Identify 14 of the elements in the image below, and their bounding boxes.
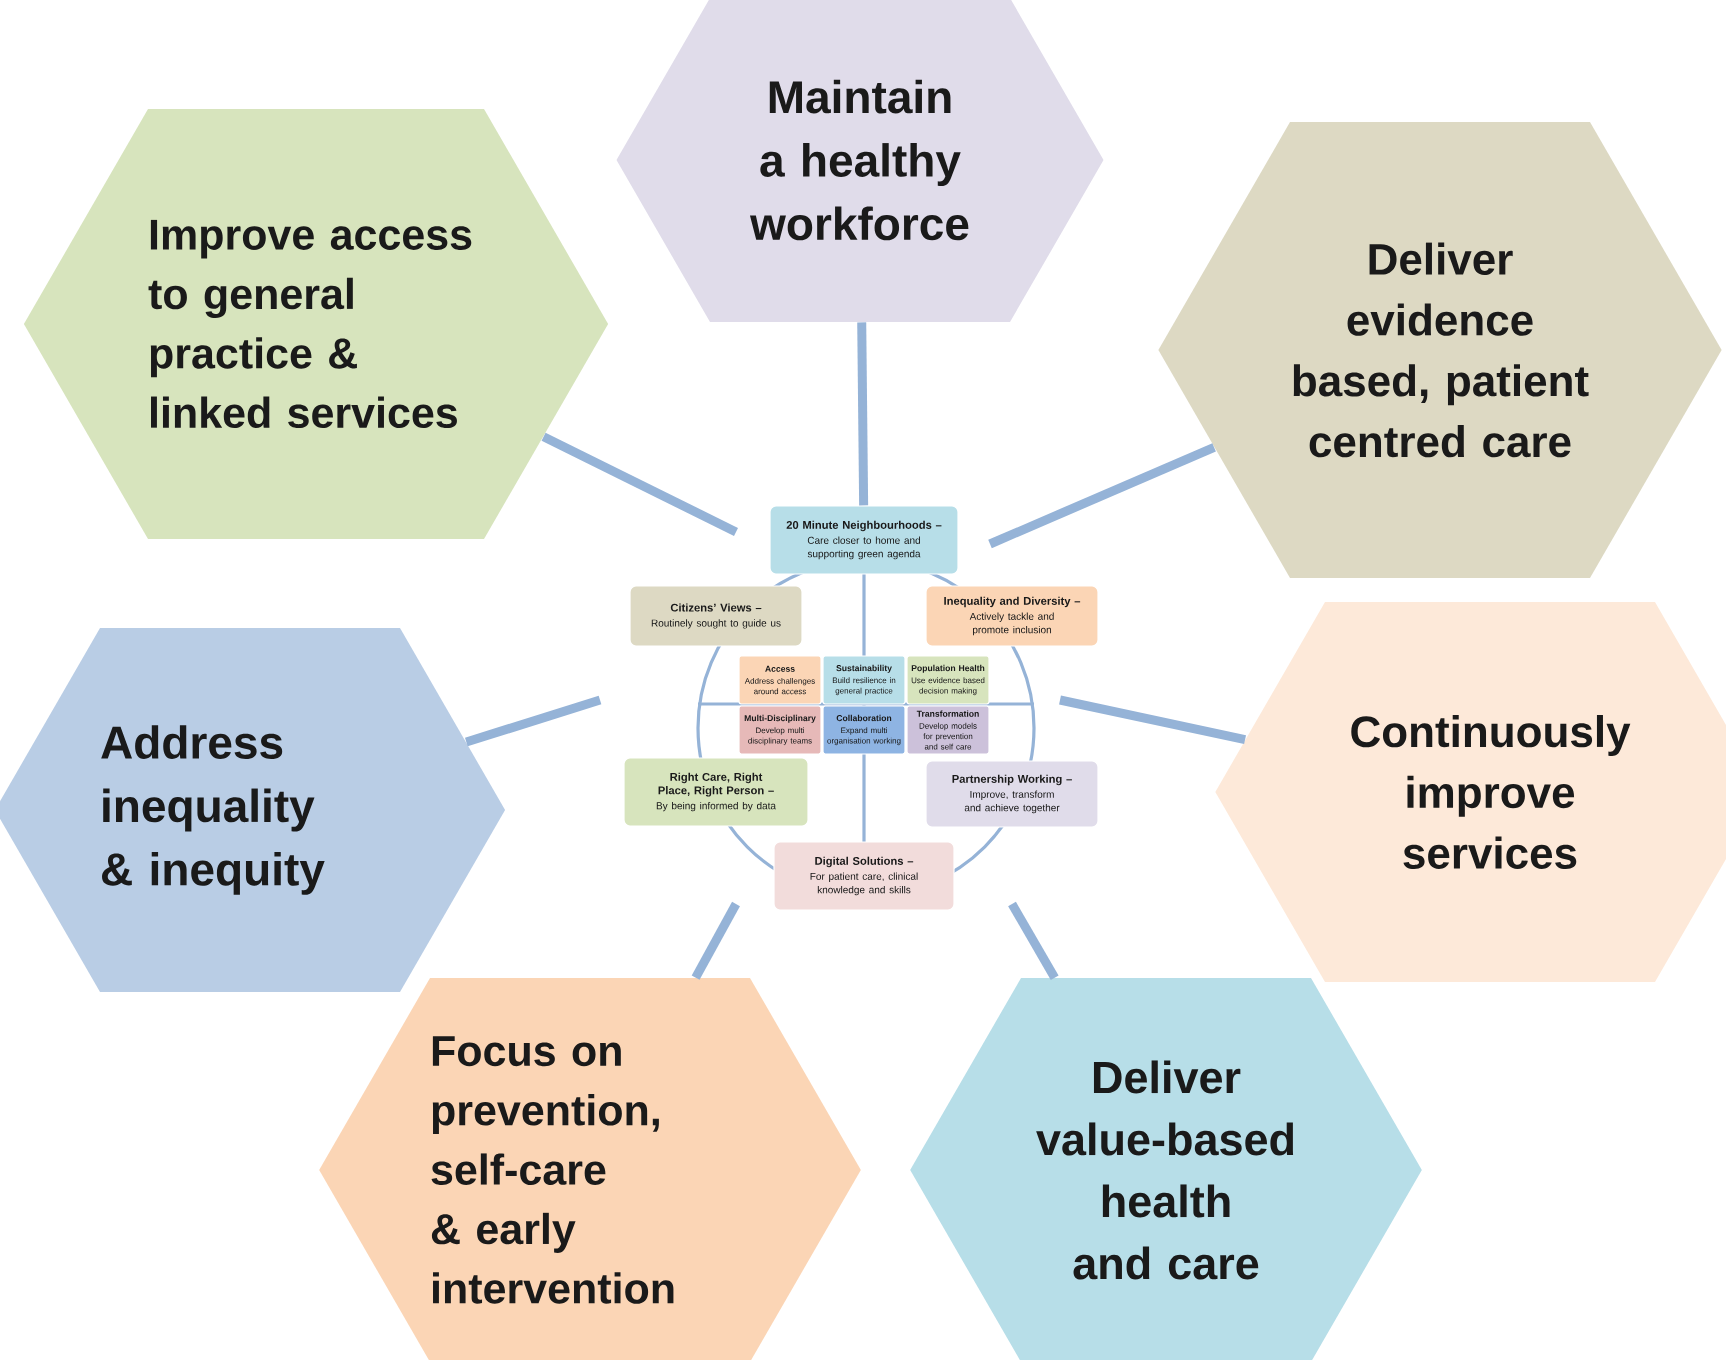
- connector-line: [541, 432, 738, 537]
- connector-line: [857, 322, 869, 506]
- connector-line: [1059, 695, 1247, 744]
- connector-line: [988, 443, 1216, 549]
- hexagon: Address inequality & inequity: [0, 628, 506, 992]
- hexagon: Continuously improve services: [1215, 602, 1726, 982]
- hexagon: Focus on prevention, self-care & early intervention: [319, 978, 861, 1360]
- connector-line: [465, 695, 602, 747]
- hexagon: Deliver value-based health and care: [910, 978, 1422, 1360]
- hexagon: Deliver evidence based, patient centred care: [1158, 122, 1722, 578]
- hexagon: Improve access to general practice & linked services: [23, 109, 609, 539]
- hexagon: Maintain a healthy workforce: [616, 0, 1104, 322]
- connector-line: [1008, 901, 1059, 980]
- connector-line: [691, 901, 740, 980]
